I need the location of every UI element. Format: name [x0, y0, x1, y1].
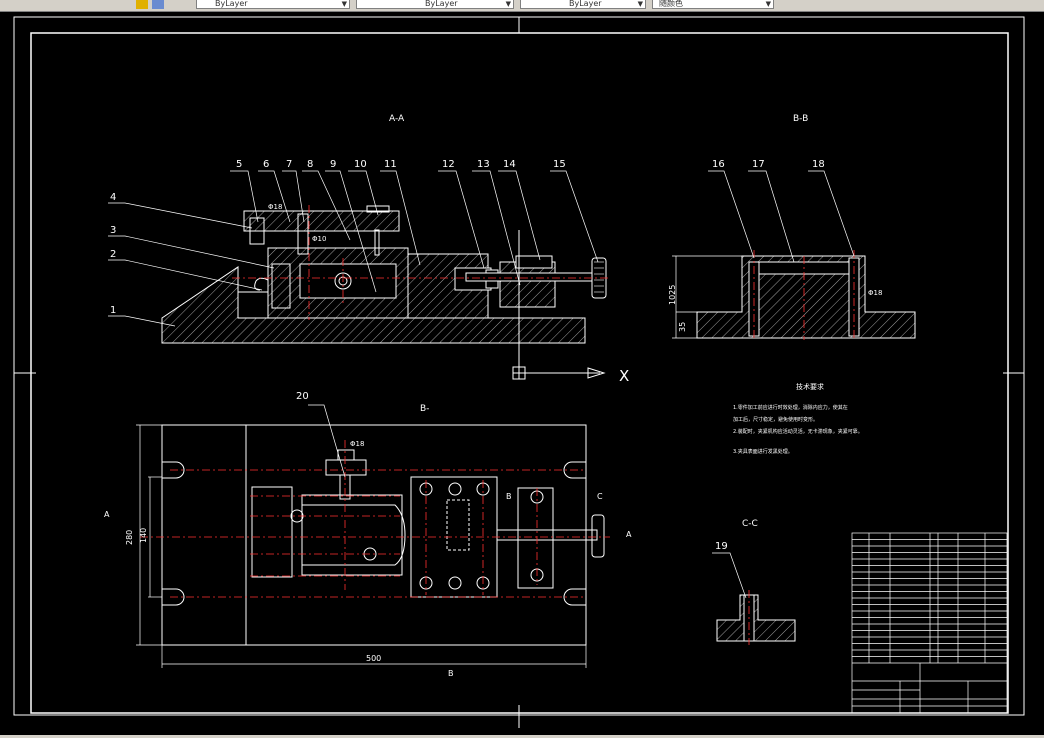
- leader-label-5: 5: [236, 159, 242, 170]
- color-combo[interactable]: ByLayer▼: [196, 0, 350, 9]
- leader-label-13: 13: [477, 159, 490, 170]
- leader-label-6: 6: [263, 159, 269, 170]
- section-bb-label: B-B: [793, 114, 808, 124]
- ucs-axis-icon: [512, 230, 606, 380]
- status-bar: [0, 735, 1044, 738]
- axis-x-label: X: [619, 367, 629, 385]
- drawing-border: [13, 16, 1025, 728]
- section-cc-view: C-C 19: [712, 519, 796, 645]
- leader-label-1: 1: [110, 305, 116, 316]
- dim-height2: 35: [678, 322, 687, 332]
- lineweight-combo[interactable]: ByLayer▼: [520, 0, 646, 9]
- chevron-down-icon: ▼: [637, 0, 643, 8]
- leader-label-14: 14: [503, 159, 516, 170]
- dia-bb-label: Φ18: [868, 289, 882, 297]
- tech-req-line-4: 3.夹具表面进行发黑处理。: [733, 448, 793, 455]
- tech-req-line-2: 加工后，尺寸稳定，避免使用时变形。: [733, 416, 818, 423]
- leader-label-18: 18: [812, 159, 825, 170]
- dia-aa1-label: Φ18: [268, 203, 282, 211]
- section-mark-b-bottom: B: [448, 669, 454, 678]
- section-aa-label: A-A: [389, 114, 405, 124]
- plan-view: B-: [104, 391, 632, 678]
- chevron-down-icon: ▼: [505, 0, 511, 8]
- leader-label-2: 2: [110, 249, 116, 260]
- dim-width1: 280: [125, 530, 134, 545]
- leader-label-17: 17: [752, 159, 765, 170]
- title-block: [851, 532, 1008, 714]
- layer-manager-icon[interactable]: [152, 0, 164, 9]
- section-cc-label: C-C: [742, 519, 758, 529]
- leader-label-8: 8: [307, 159, 313, 170]
- section-mark-a-right: A: [626, 530, 632, 539]
- leader-label-11: 11: [384, 159, 397, 170]
- drawing-canvas[interactable]: A-A Φ18 Φ10: [0, 11, 1044, 735]
- plotstyle-combo[interactable]: 随颜色▼: [652, 0, 774, 9]
- section-aa-view: A-A Φ18 Φ10: [108, 114, 629, 385]
- dim-length: 500: [366, 654, 381, 663]
- section-mark-b-top: B: [506, 492, 512, 501]
- leader-label-3: 3: [110, 225, 116, 236]
- plan-base: [161, 424, 587, 646]
- section-mark-a-left: A: [104, 510, 110, 519]
- tech-req-line-3: 2.装配时，夹紧机构应活动灵活，无卡滞现象，夹紧可靠。: [733, 428, 863, 435]
- leader-label-19: 19: [715, 541, 728, 552]
- tech-requirements: 技术要求 1.零件加工前应进行时效处理，消除内应力，使其在 加工后，尺寸稳定，避…: [733, 382, 863, 455]
- tech-req-line-1: 1.零件加工前应进行时效处理，消除内应力，使其在: [733, 404, 848, 411]
- dim-height1: 1025: [668, 285, 677, 305]
- section-bb-view: B-B 1025 35 Φ18 16 17 18: [668, 114, 916, 340]
- section-mark-c: C: [597, 492, 603, 501]
- leader-label-15: 15: [553, 159, 566, 170]
- chevron-down-icon: ▼: [341, 0, 347, 8]
- cad-toolbar: ByLayer▼ ByLayer▼ ByLayer▼ 随颜色▼: [0, 0, 1044, 12]
- layer-state-icon[interactable]: [136, 0, 148, 9]
- leader-label-9: 9: [330, 159, 336, 170]
- dia-plan-label: Φ18: [350, 440, 364, 448]
- leader-label-7: 7: [286, 159, 292, 170]
- chevron-down-icon: ▼: [765, 0, 771, 8]
- dim-width2: 140: [139, 528, 148, 543]
- leader-label-10: 10: [354, 159, 367, 170]
- tech-req-title: 技术要求: [796, 382, 824, 391]
- leader-label-20: 20: [296, 391, 309, 402]
- top-plate: [243, 210, 400, 232]
- dia-aa2-label: Φ10: [312, 235, 326, 243]
- linetype-combo[interactable]: ByLayer▼: [356, 0, 514, 9]
- leader-label-12: 12: [442, 159, 455, 170]
- plan-view-label: B-: [420, 404, 429, 414]
- lead-screw: [465, 272, 597, 282]
- leader-label-4: 4: [110, 192, 116, 203]
- leader-label-16: 16: [712, 159, 725, 170]
